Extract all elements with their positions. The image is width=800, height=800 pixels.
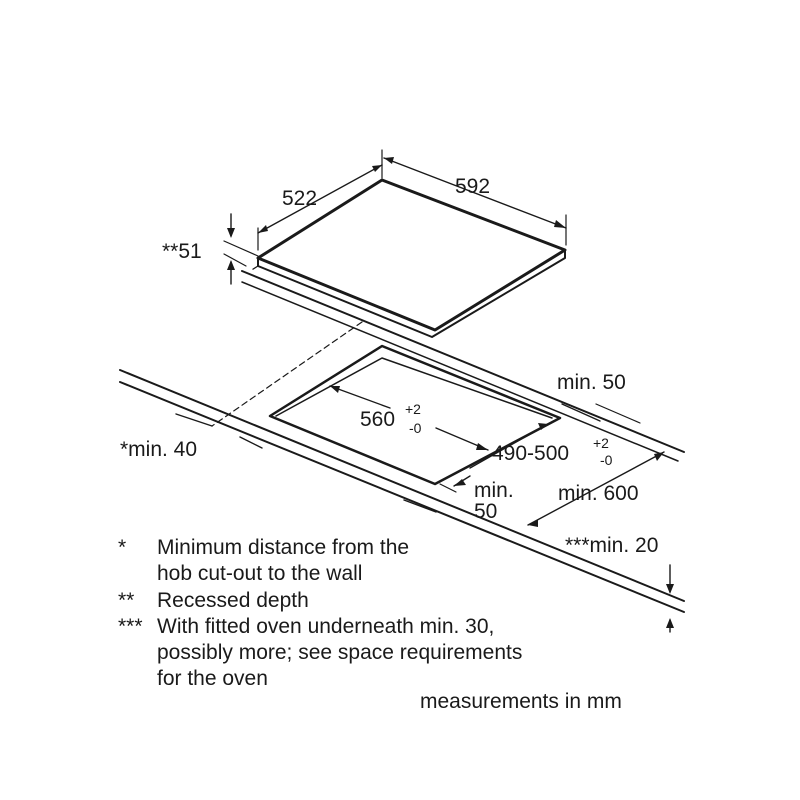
dim-line-522 — [257, 164, 383, 234]
arrowhead — [528, 520, 538, 527]
arrowhead — [258, 225, 268, 233]
label-min-600: min. 600 — [558, 482, 639, 505]
label-522: 522 — [282, 187, 317, 210]
hob-top — [256, 178, 567, 332]
arrowhead — [476, 443, 488, 450]
projection-line — [249, 265, 259, 272]
hob-edge — [257, 249, 566, 338]
label-592: 592 — [455, 175, 490, 198]
dim-line-rear — [595, 403, 641, 424]
dim-line-490 — [469, 423, 549, 469]
dim-line-592 — [383, 157, 567, 229]
arrowhead — [384, 157, 394, 164]
label-front-min: min. — [474, 479, 514, 502]
arrowhead — [554, 220, 566, 228]
dim-line-40 — [175, 413, 213, 427]
worktop-back — [241, 270, 685, 453]
dim-line-front — [439, 483, 457, 493]
arrowhead — [666, 584, 674, 594]
label-560: 560 — [360, 408, 395, 431]
cutout-inner — [275, 357, 553, 419]
arrowhead — [227, 228, 235, 238]
projection-line — [211, 321, 363, 427]
arrowhead — [454, 479, 466, 486]
arrowhead — [227, 260, 235, 270]
arrowhead — [654, 452, 664, 461]
dim-line-600 — [527, 451, 665, 526]
cutout-outer — [268, 344, 562, 486]
dim-line-560 — [329, 385, 391, 409]
label-front-50: 50 — [474, 500, 497, 523]
arrowhead — [372, 165, 382, 172]
label-490-500: 490-500 — [492, 442, 569, 465]
worktop-front-bottom — [119, 381, 685, 613]
dim-line-front — [403, 499, 437, 513]
arrowhead — [538, 423, 548, 430]
arrowhead — [330, 386, 340, 393]
ext-line — [223, 253, 247, 267]
arrowhead — [666, 618, 674, 628]
dim-line-40 — [239, 436, 263, 449]
label-490-tol-plus: +2 — [593, 435, 609, 451]
label-560-tol-plus: +2 — [405, 401, 421, 417]
ext-line — [223, 240, 259, 257]
worktop-front-top — [119, 369, 685, 602]
label-min-40: *min. 40 — [120, 438, 197, 461]
dim-line-rear — [561, 403, 601, 422]
label-51: **51 — [162, 240, 202, 263]
worktop-back-lower — [241, 281, 679, 462]
label-min-20: ***min. 20 — [565, 534, 658, 557]
label-560-tol-minus: -0 — [409, 420, 422, 436]
label-490-tol-minus: -0 — [600, 452, 613, 468]
label-rear-min-50: min. 50 — [557, 371, 626, 394]
